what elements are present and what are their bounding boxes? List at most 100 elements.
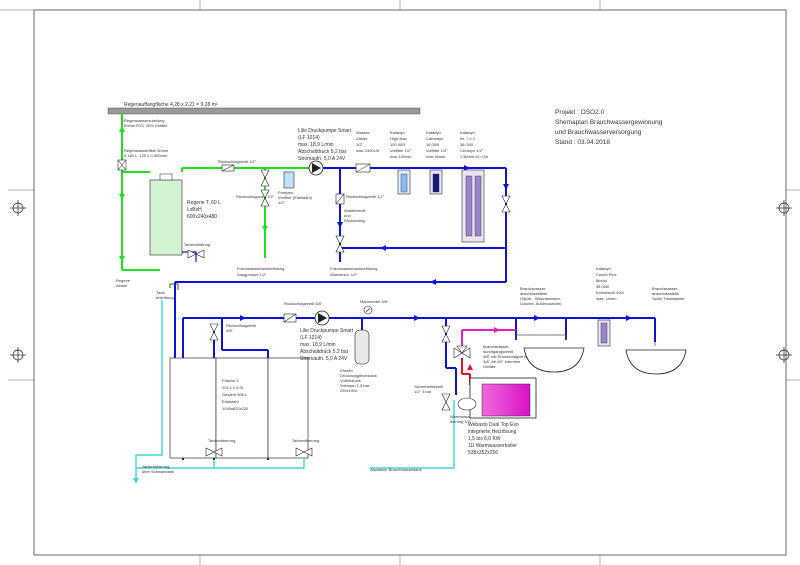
filter1-label: High-flow	[390, 136, 407, 141]
project-subtitle: und Brauchwasserversorgung	[555, 129, 642, 136]
filter4-label: Kohlefacht 400l	[596, 290, 624, 295]
filter4-label: max. 1l/min	[596, 296, 616, 301]
rain-outlet-label: Regene	[116, 278, 131, 283]
rain-overflow-label: Tankentlüftung	[184, 242, 210, 247]
check-valve-icon	[283, 313, 297, 323]
pump2-label: Abschaltdruck 5,2 bar	[300, 349, 349, 355]
accumulator-tank	[354, 329, 370, 365]
tap1-label: anschlussstelle	[520, 291, 548, 296]
flow-arrow-icon	[380, 245, 386, 251]
filter4-label: 38 000l	[596, 284, 609, 289]
manometer-label: Manometer 3/8"	[360, 299, 389, 304]
filter1-housing	[397, 169, 411, 195]
valve-icon	[187, 249, 205, 259]
valve-icon	[209, 323, 219, 341]
fill-left-label: Frischwassertankbefüllung	[237, 266, 284, 271]
hot-check-label: durchgangsventil	[483, 349, 513, 354]
pump-arrow-icon	[312, 163, 321, 173]
meter-label: max 2400L/h	[356, 148, 379, 153]
project-subtitle: Shemaplan Brauchwassergewinnung	[555, 119, 663, 126]
flow-arrow-icon	[503, 184, 509, 190]
pump-prefilter	[283, 171, 295, 189]
hot-check-label: Brauchwasser-	[483, 344, 510, 349]
meter-label: 1/2"	[356, 142, 364, 147]
roof-collector	[107, 107, 421, 115]
flow-arrow-icon	[262, 226, 268, 232]
filter3-label: 38 000l	[460, 142, 473, 147]
check-valve-label: Rückschlagventil 3/8"	[284, 301, 323, 306]
rain-tank-label: Regene T. 60 L	[187, 200, 221, 206]
filter1-label: max 10l/min	[390, 154, 412, 159]
filter1-label: 100 000l	[390, 142, 405, 147]
mixed-water-pipes	[461, 329, 516, 346]
tap1-label: Dusche, Außendusche)	[520, 301, 562, 306]
pump1-label: Stromaufn. 5,0 A 24V	[298, 156, 346, 162]
registration-mark-icon	[10, 200, 26, 216]
drain-valve-label: und	[344, 213, 351, 218]
pump2-label: max. 18,9 L/min	[300, 342, 336, 348]
tap1-label: (Spüle , Waschbecken,	[520, 296, 561, 301]
tank-drain-label: Tankentleerung	[208, 438, 235, 443]
pump2-label: (LF 1014)	[300, 335, 322, 341]
rain-pipe-label: Regenwasserzuleitung	[124, 118, 164, 123]
filter4-label: Katadyn	[596, 266, 611, 271]
check-valve-label: Rückschlagventil 1/2"	[236, 194, 275, 199]
tank-drain-label: Tankentleerung	[292, 438, 319, 443]
heater-label: 538x352x256	[468, 450, 498, 456]
rain-filter-label: Regenwasserfilter 30mm	[124, 148, 169, 153]
drain-lines	[135, 300, 455, 478]
pump1-label: max. 18,9 L/min	[298, 142, 334, 148]
heater-drain-label: Warmwasserent-	[450, 414, 481, 419]
valve-icon	[260, 169, 270, 187]
accumulator-label: Shurflo	[340, 368, 353, 373]
check-valve-label: Rückschlagventil 1/2"	[346, 194, 385, 199]
sink-basin-icon	[523, 347, 585, 373]
greywater-drain-label: Abwasser Brauchwassertank	[370, 467, 422, 472]
heater-drain-label: leerung 1/2"	[450, 419, 472, 424]
filter1-label: Vorfilter 1/2"	[390, 148, 412, 153]
rain-overflow-pipe	[182, 251, 197, 262]
check-valve-label: Rückschlagventil	[226, 323, 256, 328]
project-date: Stand : 03.04.2018	[555, 139, 610, 146]
fill-right-label: Wasserzul. 1/2"	[330, 272, 358, 277]
registration-mark-icon	[776, 200, 792, 216]
heater-label: 1,5 bis 6,0 KW	[468, 436, 501, 442]
mixing-valve-icon	[453, 345, 471, 359]
tap1-label: Brauchwasser-	[520, 286, 547, 291]
pump1-label: (LF 1014)	[298, 135, 320, 141]
flow-arrow-icon	[430, 279, 436, 285]
tank-vent-label: Tank-	[156, 290, 166, 295]
rain-pipe-label: 50mm PVC 30% Gefälle	[124, 123, 168, 128]
check-valve-label: 3/8"	[226, 328, 234, 333]
filter2-label: Carbodyn	[426, 136, 443, 141]
fresh-water-tank	[215, 357, 269, 459]
meter-label: Zähler	[356, 136, 368, 141]
heater-label: Webasto Dual Top Evo	[468, 422, 519, 428]
valve-icon	[260, 189, 270, 207]
heater-boiler	[481, 383, 531, 417]
rain-filter-icon	[117, 159, 127, 171]
tap2-label: anschlussstelle	[652, 291, 680, 296]
registration-mark-icon	[10, 347, 26, 363]
fresh-tank-label: Gesamt 306 L	[222, 392, 248, 397]
filter3-housing	[461, 169, 485, 243]
fresh-water-tank	[169, 357, 217, 459]
accumulator-label: Vorfülldruck	[340, 378, 361, 383]
filter2-label: max 6l/min	[426, 154, 445, 159]
tap2-label: Brauchwasser-	[652, 286, 679, 291]
pump-prefilter-label: Vorfilter (Edelstahl)	[278, 195, 312, 200]
pump2-label: Lilie Druckpumpe Smart	[300, 328, 354, 334]
filter2-housing	[429, 169, 443, 195]
flow-arrow-icon	[534, 315, 540, 321]
flow-arrow-icon	[240, 315, 246, 321]
valve-icon	[441, 325, 451, 343]
safety-valve-label: Sicherheitsventil	[414, 384, 443, 389]
filter2-label: Vorfilter 1/2"	[426, 148, 448, 153]
fresh-tank-label: Edelstahl	[222, 399, 239, 404]
flow-arrow-icon	[414, 315, 420, 321]
flow-arrow-icon	[119, 126, 125, 132]
pump-prefilter-label: Pumpen-	[278, 190, 295, 195]
flow-arrow-icon	[626, 315, 632, 321]
flow-arrow-icon	[119, 194, 125, 200]
